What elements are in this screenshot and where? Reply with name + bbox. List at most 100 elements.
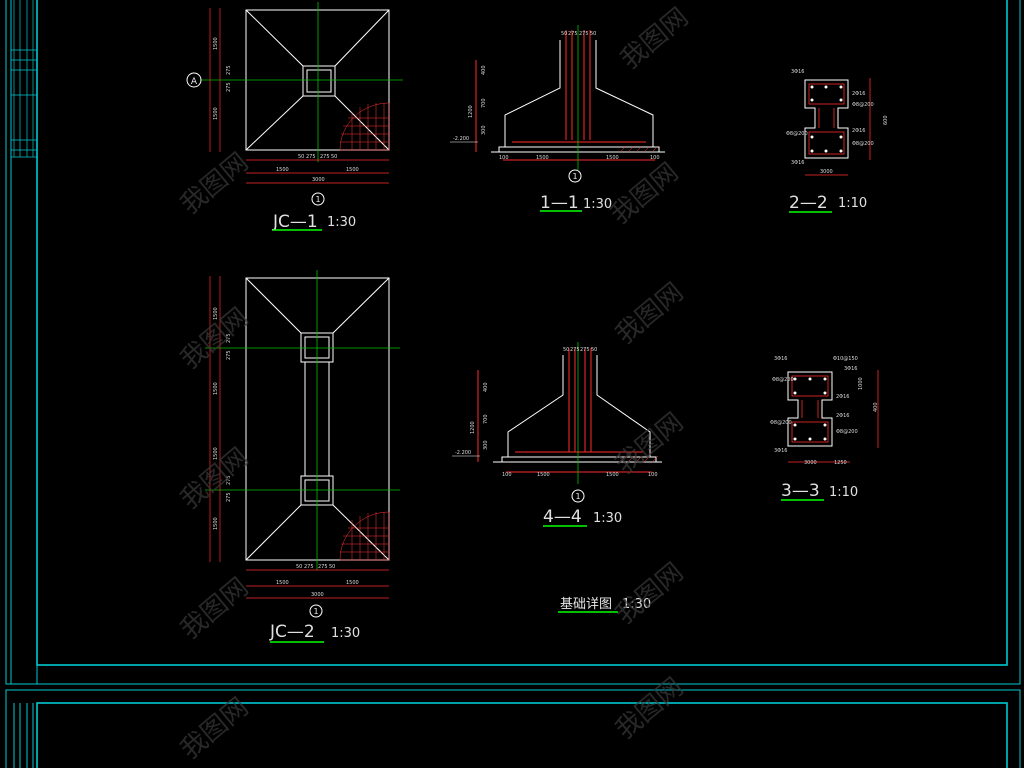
watermark-text: 我图网 [610,407,689,480]
detail-scale-jc2: 1:30 [331,626,360,641]
sheet-title-scale: 1:30 [622,597,651,612]
dim: 1500 [346,580,359,586]
rebar-label: 2Φ16 [836,394,849,400]
detail-label-s33: 3—3 [781,481,820,501]
dim: 275 [226,333,232,343]
dim: 275 [226,475,232,485]
rebar-label: 2Φ16 [852,128,865,134]
dim: 275 [568,31,578,37]
dim: 50 [329,564,335,570]
section-marker: 1 [575,492,580,501]
dim: 100 [650,155,660,161]
dim: 300 [483,440,489,450]
dim: 50 [296,564,302,570]
dim: 275 [226,350,232,360]
watermark-text: 我图网 [610,557,689,630]
dim: 100 [499,155,509,161]
dim: 50 [331,154,337,160]
rebar-label: Φ8@200 [852,141,874,147]
dim: 700 [481,98,487,108]
dim: 3000 [804,460,817,466]
dim: 3000 [820,169,833,175]
dim: 1500 [537,472,550,478]
section-marker: 1 [572,172,577,181]
dim: 1500 [346,167,359,173]
sheet-title-text: 基础详图 [560,597,612,612]
dim: 50 [298,154,304,160]
elevation: -2.200 [455,450,471,456]
dim: 300 [481,125,487,135]
detail-label-s11: 1—1 [540,193,579,213]
sheet-title: 基础详图 1:30 [558,597,651,613]
dim: 50 [563,347,569,353]
dim: 400 [483,382,489,392]
plan-jc2: 50 275 275 50 1500 1500 3000 1500 275 27… [205,270,400,643]
dim: 100 [502,472,512,478]
dim: 1250 [834,460,847,466]
section-marker: 1 [313,607,318,616]
sheet-frame-bottom [5,689,1021,768]
dim: 275 [226,65,232,75]
watermark-text: 我图网 [610,672,689,745]
dim: 1000 [858,377,864,390]
dim: 275 [580,347,590,353]
dim: 1500 [213,517,219,530]
detail-scale-s22: 1:10 [838,196,867,211]
dim: 1500 [606,472,619,478]
section-marker: 1 [315,195,320,204]
dim: 400 [873,402,879,412]
detail-scale-s33: 1:10 [829,485,858,500]
dim: 1500 [213,382,219,395]
dim: 50 [590,31,596,37]
rebar-label: Φ8@200 [852,102,874,108]
detail-scale-s11: 1:30 [583,197,612,212]
detail-label-s22: 2—2 [789,193,828,213]
dim: 1500 [213,307,219,320]
hatch-jc2 [339,511,390,561]
rebar-label: 2Φ16 [852,91,865,97]
dim: 275 [579,31,589,37]
dim: 275 [320,154,330,160]
rebar-label: Φ8@200 [836,429,858,435]
section-3-3: 3Φ16 Φ10@150 3Φ16 Φ8@200 2Φ16 2Φ16 Φ8@20… [770,356,879,501]
dim: 3000 [311,592,324,598]
detail-scale-jc1: 1:30 [327,215,356,230]
rebar-label: 3Φ16 [774,356,787,362]
dim: 275 [306,154,316,160]
watermark-text: 我图网 [605,157,684,230]
rebar-label: 3Φ16 [791,160,804,166]
rebar-label: 3Φ16 [774,448,787,454]
dim: 1500 [536,155,549,161]
watermark-text: 我图网 [615,2,694,75]
watermark-text: 我图网 [175,572,254,645]
dim: 275 [570,347,580,353]
dim: 1500 [213,37,219,50]
dim: 3000 [312,177,325,183]
detail-label-jc1: JC—1 [272,212,318,232]
hatch-jc1 [339,102,390,151]
section-1-1: 50 275 275 50 400 700 1200 300 -2.200 10… [450,25,665,213]
dim: 600 [883,115,889,125]
dim: 1500 [213,107,219,120]
plan-jc1: A 50 275 275 50 1500 1500 3000 1500 275 … [186,2,403,232]
detail-label-s44: 4—4 [543,507,582,527]
dim: 1500 [606,155,619,161]
dim: 50 [591,347,597,353]
dim: 275 [318,564,328,570]
section-4-4: 50 275 275 50 400 700 1200 300 -2.200 10… [452,342,662,527]
dim: 1500 [276,580,289,586]
dim: 275 [304,564,314,570]
detail-label-jc2: JC—2 [269,622,315,642]
dim: 1500 [213,447,219,460]
dim: 1200 [470,421,476,434]
rebar-label: 3Φ16 [791,69,804,75]
rebar-label: 3Φ16 [844,366,857,372]
watermark-text: 我图网 [610,277,689,350]
section-2-2: 3Φ16 2Φ16 Φ8@200 2Φ16 Φ8@200 Φ8@200 3Φ16… [786,69,889,213]
watermark-text: 我图网 [175,147,254,220]
elevation: -2.200 [453,136,469,142]
rebar-label: Φ8@200 [772,377,794,383]
dim: 50 [561,31,567,37]
watermark-layer: 我图网 我图网 我图网 我图网 我图网 我图网 我图网 我图网 我图网 我图网 … [175,2,694,765]
